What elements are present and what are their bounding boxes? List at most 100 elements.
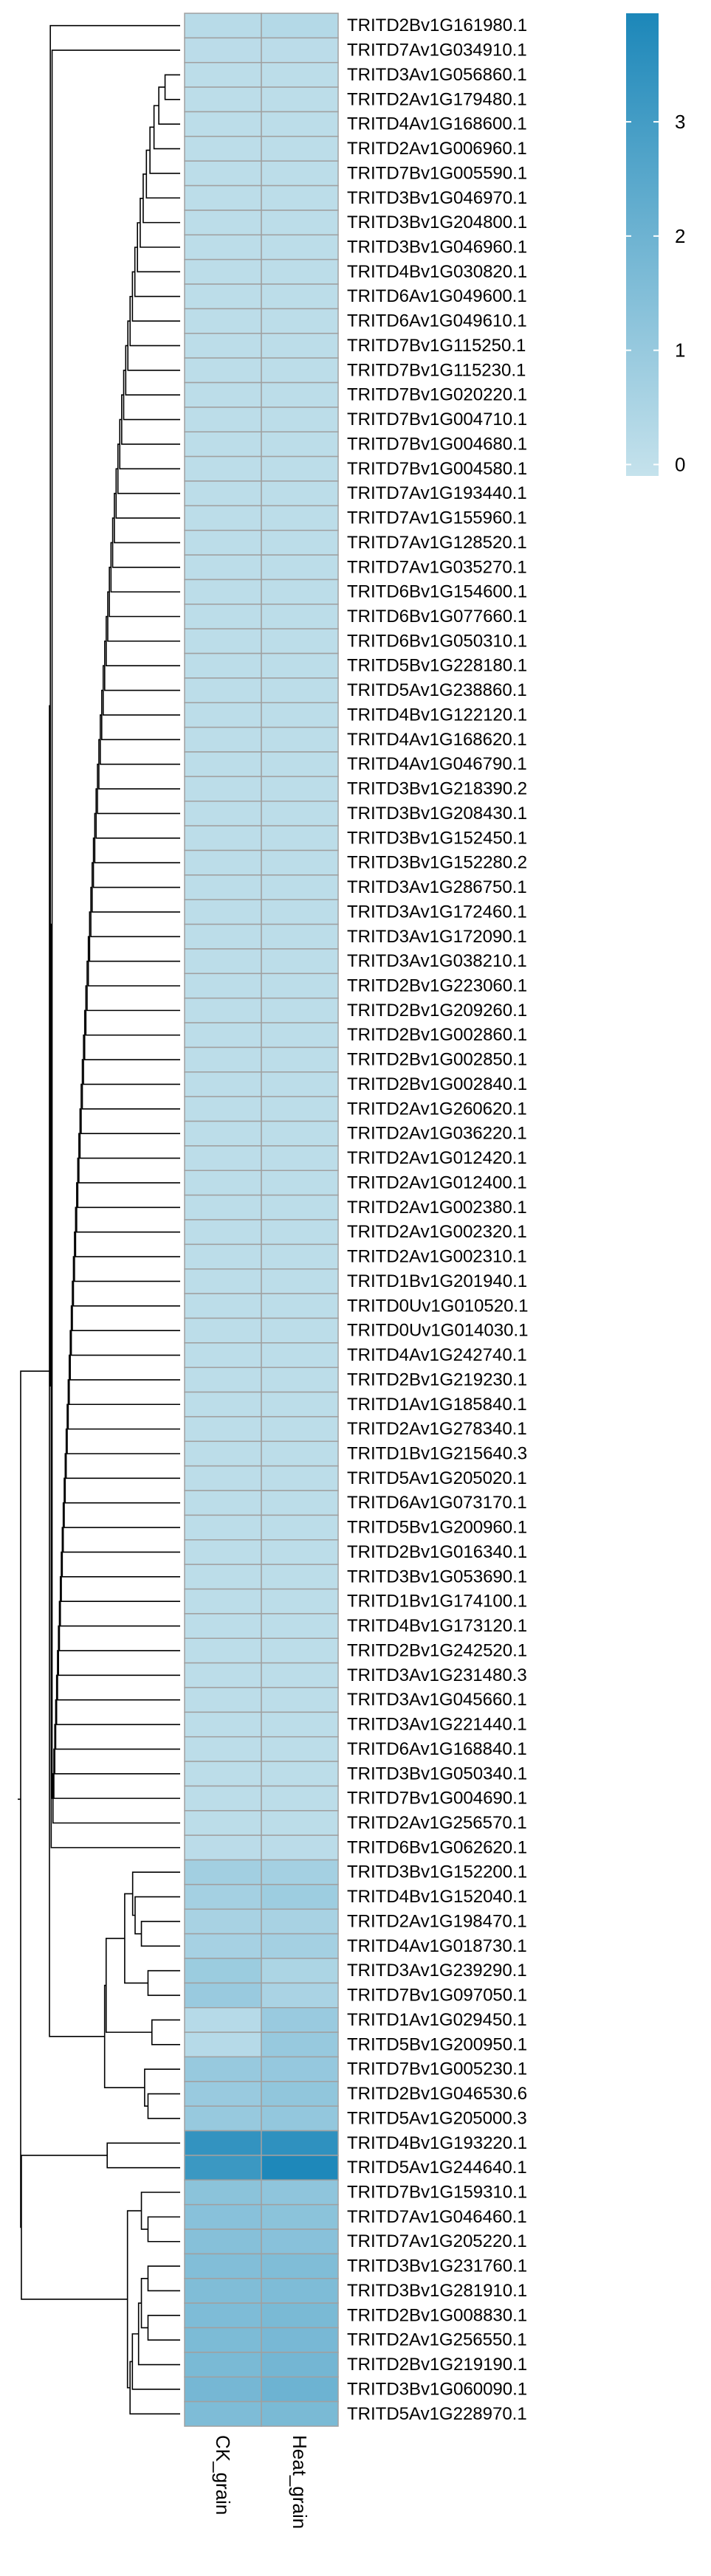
heatmap-cell bbox=[184, 2352, 262, 2378]
dendrogram-branch bbox=[70, 1305, 180, 1356]
heatmap-cell bbox=[261, 1120, 339, 1147]
heatmap-cell bbox=[261, 111, 339, 137]
row-label: TRITD5Av1G205020.1 bbox=[347, 1468, 527, 1488]
dendrogram-branch bbox=[111, 517, 180, 568]
heatmap-cell bbox=[261, 1145, 339, 1172]
row-label: TRITD6Bv1G062620.1 bbox=[347, 1837, 527, 1857]
row-label: TRITD2Av1G179480.1 bbox=[347, 89, 527, 109]
heatmap-cell bbox=[261, 2056, 339, 2082]
dendrogram-branch bbox=[147, 1969, 180, 1996]
row-dendrogram bbox=[18, 24, 180, 2415]
dendrogram-branch bbox=[58, 1625, 180, 1677]
heatmap-cell bbox=[184, 2081, 262, 2107]
heatmap-cell bbox=[261, 1613, 339, 1639]
heatmap-cell bbox=[261, 2130, 339, 2156]
row-label: TRITD6Bv1G050310.1 bbox=[347, 631, 527, 651]
heatmap-cell bbox=[184, 1958, 262, 1984]
row-label: TRITD5Av1G238860.1 bbox=[347, 680, 527, 700]
heatmap-cell bbox=[184, 160, 262, 187]
dendrogram-branch bbox=[87, 936, 180, 987]
heatmap-cell bbox=[261, 2203, 339, 2230]
row-label: TRITD5Av1G228970.1 bbox=[347, 2404, 527, 2424]
row-label: TRITD3Bv1G281910.1 bbox=[347, 2281, 527, 2301]
heatmap-cell bbox=[184, 726, 262, 753]
row-label: TRITD4Bv1G122120.1 bbox=[347, 705, 527, 725]
dendrogram-branch bbox=[117, 443, 180, 494]
dendrogram-branch bbox=[63, 1477, 180, 1528]
heatmap-cell bbox=[261, 1884, 339, 1910]
dendrogram-branch bbox=[145, 149, 180, 199]
heatmap-cell bbox=[184, 997, 262, 1023]
row-label: TRITD3Bv1G208430.1 bbox=[347, 804, 527, 823]
heatmap-cell bbox=[184, 1933, 262, 1959]
dendrogram-branch bbox=[137, 2302, 180, 2366]
row-label: TRITD2Av1G002380.1 bbox=[347, 1198, 527, 1218]
heatmap-cell bbox=[184, 579, 262, 605]
heatmap-cell bbox=[261, 1908, 339, 1935]
heatmap-cell bbox=[184, 61, 262, 88]
dendrogram-branch bbox=[140, 2278, 148, 2329]
row-label: TRITD2Bv1G161980.1 bbox=[347, 15, 527, 35]
row-label: TRITD5Av1G205000.3 bbox=[347, 2108, 527, 2128]
heatmap-cell bbox=[261, 1342, 339, 1368]
heatmap-cell bbox=[184, 1687, 262, 1713]
heatmap-cell bbox=[261, 1219, 339, 1246]
dendrogram-branch bbox=[129, 2361, 180, 2415]
dendrogram-branch bbox=[102, 665, 180, 716]
heatmap-cell bbox=[261, 2327, 339, 2353]
heatmap-cell bbox=[261, 1170, 339, 1196]
heatmap-cell bbox=[184, 801, 262, 826]
dendrogram-branch bbox=[124, 1893, 148, 1984]
dendrogram-branch bbox=[50, 923, 180, 1848]
row-label: TRITD2Bv1G002860.1 bbox=[347, 1025, 527, 1045]
heatmap-cell bbox=[184, 973, 262, 999]
heatmap-cell bbox=[261, 1662, 339, 1688]
dendrogram-branch bbox=[78, 1133, 180, 1184]
dendrogram-branch bbox=[94, 812, 180, 863]
dendrogram-branch bbox=[77, 1157, 180, 1209]
row-label: TRITD2Bv1G223060.1 bbox=[347, 976, 527, 996]
heatmap-cell bbox=[261, 801, 339, 826]
dendrogram-branch bbox=[64, 1453, 180, 1504]
dendrogram-branch bbox=[69, 1330, 180, 1381]
dendrogram-branch bbox=[106, 615, 180, 667]
row-label: TRITD6Bv1G154600.1 bbox=[347, 582, 527, 602]
heatmap-cell bbox=[261, 184, 339, 211]
heatmap-cell bbox=[184, 357, 262, 384]
heatmap-cell bbox=[261, 1514, 339, 1541]
heatmap-cell bbox=[261, 1194, 339, 1220]
row-label: TRITD2Av1G256550.1 bbox=[347, 2330, 527, 2350]
column-label: Heat_grain bbox=[289, 2435, 311, 2529]
row-label: TRITD3Av1G172090.1 bbox=[347, 927, 527, 947]
heatmap-cell bbox=[184, 1046, 262, 1073]
heatmap-cell bbox=[261, 1711, 339, 1738]
heatmap-cell bbox=[261, 136, 339, 162]
heatmap-cell bbox=[184, 1145, 262, 1172]
dendrogram-branch bbox=[95, 788, 180, 839]
legend-tick-label: 1 bbox=[675, 339, 685, 362]
heatmap-cell bbox=[261, 997, 339, 1023]
dendrogram-branch bbox=[147, 2216, 180, 2242]
row-label: TRITD6Av1G049600.1 bbox=[347, 286, 527, 306]
row-label: TRITD7Av1G193440.1 bbox=[347, 483, 527, 503]
heatmap-cell bbox=[184, 899, 262, 925]
heatmap-cell bbox=[184, 1268, 262, 1294]
dendrogram-branch bbox=[125, 345, 180, 396]
heatmap-cell bbox=[184, 1613, 262, 1639]
dendrogram-branch bbox=[58, 1600, 180, 1651]
heatmap-cell bbox=[261, 1687, 339, 1713]
heatmap-cell bbox=[184, 702, 262, 728]
heatmap-cell bbox=[184, 2302, 262, 2329]
dendrogram-branch bbox=[106, 2142, 180, 2169]
dendrogram-branch bbox=[51, 49, 180, 1799]
heatmap-cell bbox=[184, 1391, 262, 1418]
dendrogram-branch bbox=[147, 2315, 180, 2341]
heatmap-cell bbox=[261, 455, 339, 482]
heatmap-cell bbox=[261, 2179, 339, 2206]
row-label: TRITD2Bv1G242520.1 bbox=[347, 1640, 527, 1660]
dendrogram-branch bbox=[62, 1502, 180, 1553]
row-label: TRITD7Bv1G115230.1 bbox=[347, 360, 526, 380]
heatmap-cell bbox=[261, 1293, 339, 1319]
heatmap-cell bbox=[184, 849, 262, 876]
